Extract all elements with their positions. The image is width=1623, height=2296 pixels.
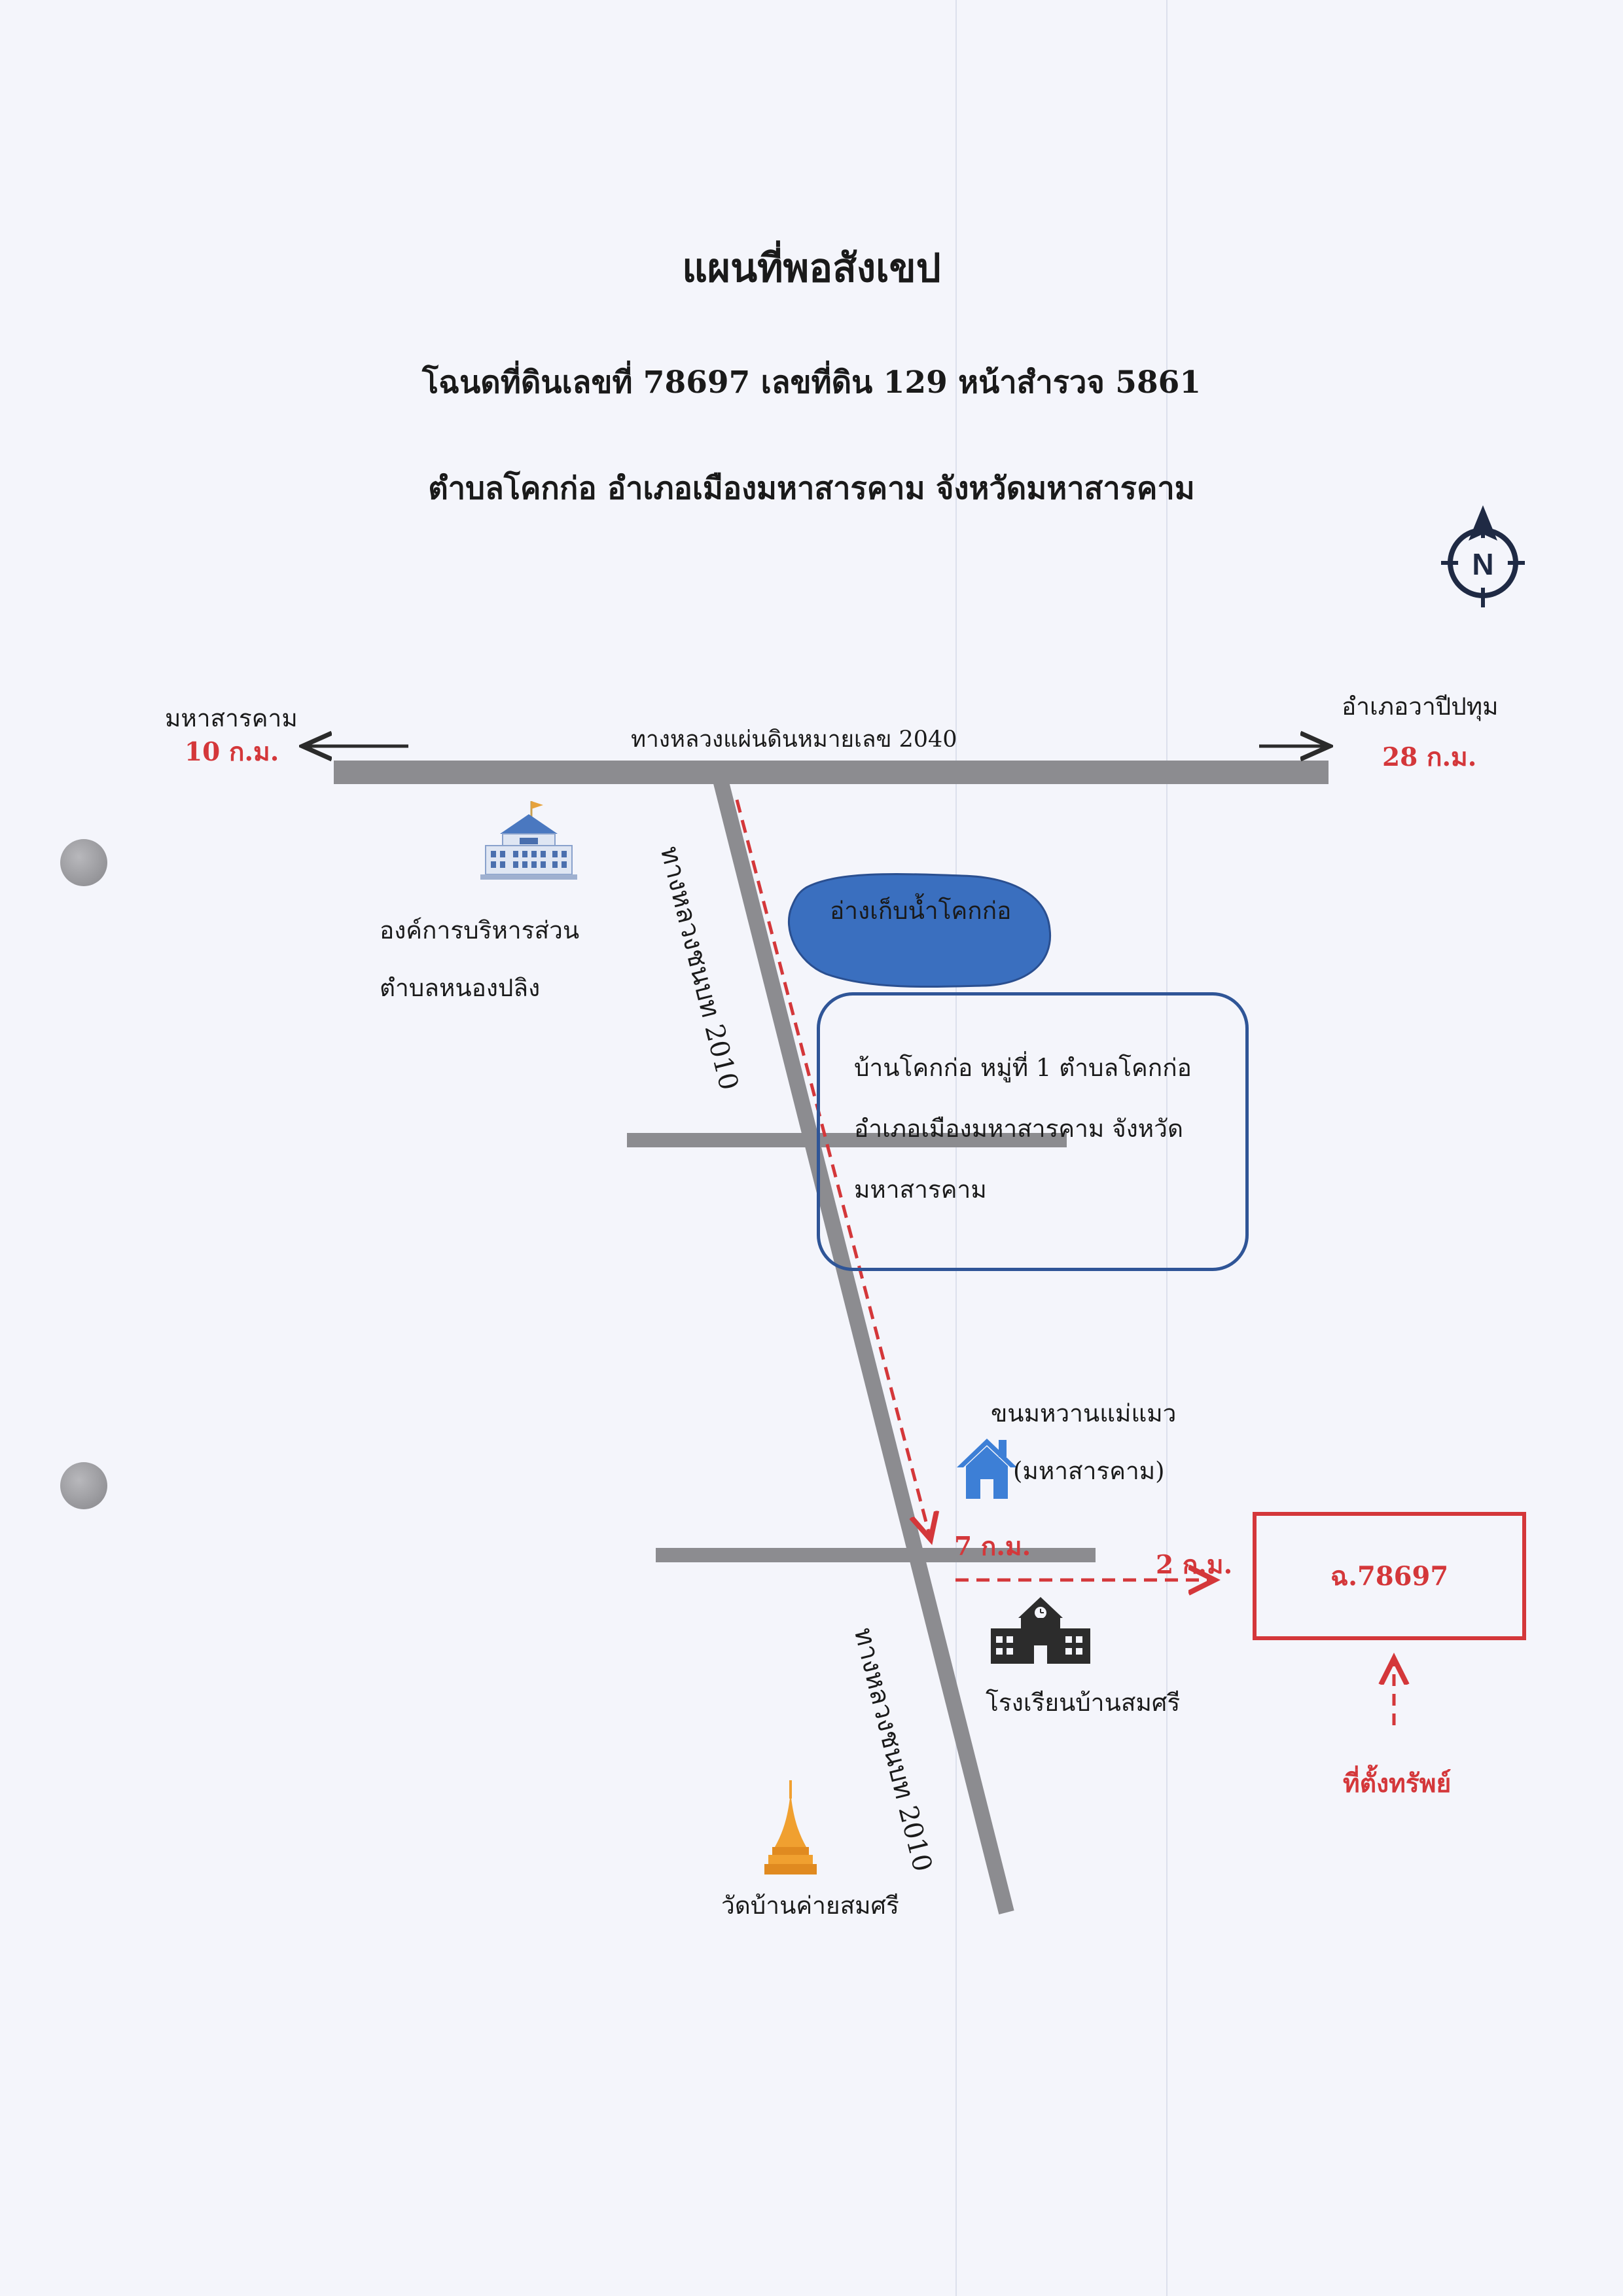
left-place-label: มหาสารคาม [165, 704, 298, 732]
route-distance-parcel: 2 ก.ม. [1156, 1550, 1233, 1580]
fold-line [955, 0, 957, 2296]
route-along-road [735, 799, 931, 1539]
road-2010 [711, 770, 1014, 1914]
school-label: โรงเรียนบ้านสมศรี [986, 1689, 1181, 1717]
village-line2: อำเภอเมืองมหาสารคาม จังหวัด [854, 1115, 1183, 1143]
punch-hole [60, 839, 107, 886]
compass-letter: N [1472, 547, 1493, 581]
house-icon [954, 1433, 1020, 1501]
route-distance-road: 7 ก.ม. [954, 1532, 1031, 1562]
right-distance-label: 28 ก.ม. [1382, 742, 1477, 772]
school-icon [990, 1587, 1092, 1669]
right-place-label: อำเภอวาปีปทุม [1342, 692, 1499, 721]
village-line1: บ้านโคกก่อ หมู่ที่ 1 ตำบลโคกก่อ [854, 1054, 1192, 1082]
temple-label: วัดบ้านค่ายสมศรี [721, 1892, 899, 1920]
village-line3: มหาสารคาม [854, 1175, 987, 1204]
shop-label-line1: ขนมหวานแม่แมว [991, 1399, 1177, 1427]
deed-subtitle: โฉนดที่ดินเลขที่ 78697 เลขที่ดิน 129 หน้… [421, 365, 1202, 401]
location-subtitle: ตำบลโคกก่อ อำเภอเมืองมหาสารคาม จังหวัดมห… [428, 471, 1195, 507]
punch-hole [60, 1462, 107, 1509]
sao-label-line2: ตำบลหนองปลิง [380, 974, 541, 1002]
parcel-marker-label: ที่ตั้งทรัพย์ [1343, 1768, 1452, 1799]
reservoir-label: อ่างเก็บน้ำโคกก่อ [830, 897, 1012, 925]
sao-label-line1: องค์การบริหารส่วน [380, 916, 580, 944]
village-info-box: บ้านโคกก่อ หมู่ที่ 1 ตำบลโคกก่อ อำเภอเมื… [817, 992, 1249, 1271]
temple-icon [763, 1779, 818, 1878]
left-distance-label: 10 ก.ม. [185, 737, 279, 767]
fold-line [1166, 0, 1168, 2296]
reservoir-shape [788, 873, 1052, 988]
shop-label-line2: (มหาสารคาม) [1013, 1457, 1165, 1485]
parcel-deed-number: ฉ.78697 [1330, 1561, 1449, 1592]
highway-2040-label: ทางหลวงแผ่นดินหมายเลข 2040 [631, 726, 957, 753]
map-title: แผนที่พอสังเขป [682, 245, 941, 291]
government-building-icon [480, 797, 577, 885]
north-arrow-icon: N [1427, 503, 1539, 615]
parcel-box: ฉ.78697 [1253, 1512, 1526, 1640]
